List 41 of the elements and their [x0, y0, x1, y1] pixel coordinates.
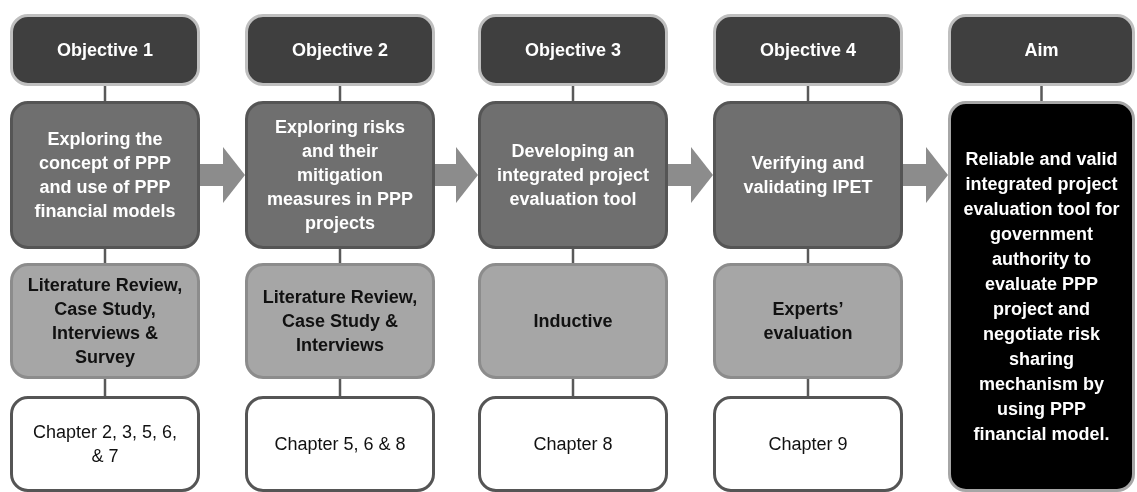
- objective-box: [245, 101, 435, 249]
- box-text: Aim: [1024, 39, 1059, 62]
- block-arrow: [903, 147, 948, 203]
- objective-box: [713, 101, 903, 249]
- objective-box: [478, 101, 668, 249]
- box-text: Objective 1: [56, 39, 153, 62]
- chapter-box: [478, 396, 668, 492]
- box-text: Verifying and validating IPET: [742, 152, 874, 199]
- chapter-box: [713, 396, 903, 492]
- method-box: [713, 263, 903, 379]
- box-text: Chapter 2, 3, 5, 6, & 7: [31, 421, 179, 468]
- header-box: [10, 14, 200, 86]
- header-box: [245, 14, 435, 86]
- box-text: Developing an integrated project evaluation tool: [496, 140, 650, 211]
- box-text: Exploring the concept of PPP and use of PPP financial models: [33, 128, 177, 223]
- method-box: [245, 263, 435, 379]
- block-arrow: [200, 147, 245, 203]
- method-box: [10, 263, 200, 379]
- box-text: Exploring risks and their mitigation measures in PPP projects: [265, 116, 415, 235]
- box-text: Chapter 9: [768, 433, 848, 456]
- header-box: [713, 14, 903, 86]
- box-text: Literature Review, Case Study & Interviews: [261, 286, 419, 357]
- box-text: Objective 2: [291, 39, 388, 62]
- header-box: [478, 14, 668, 86]
- block-arrow: [668, 147, 713, 203]
- connector-line: [1040, 86, 1043, 101]
- box-text: Literature Review, Case Study, Interviews & Survey: [26, 274, 184, 369]
- method-box: [478, 263, 668, 379]
- box-text: Inductive: [533, 310, 613, 333]
- box-text: Objective 4: [759, 39, 856, 62]
- chapter-box: [245, 396, 435, 492]
- objective-box: [10, 101, 200, 249]
- box-text: Reliable and valid integrated project evaluation tool for government authority to evaluate PPP project and negotiate risk sharing mechanism by using PPP financial model.: [963, 147, 1120, 446]
- chapter-box: [10, 396, 200, 492]
- aim-box: [948, 101, 1135, 492]
- block-arrow: [435, 147, 478, 203]
- box-text: Objective 3: [524, 39, 621, 62]
- box-text: Chapter 8: [533, 433, 613, 456]
- box-text: Chapter 5, 6 & 8: [274, 433, 406, 456]
- header-box: [948, 14, 1135, 86]
- box-text: Experts’ evaluation: [762, 298, 854, 345]
